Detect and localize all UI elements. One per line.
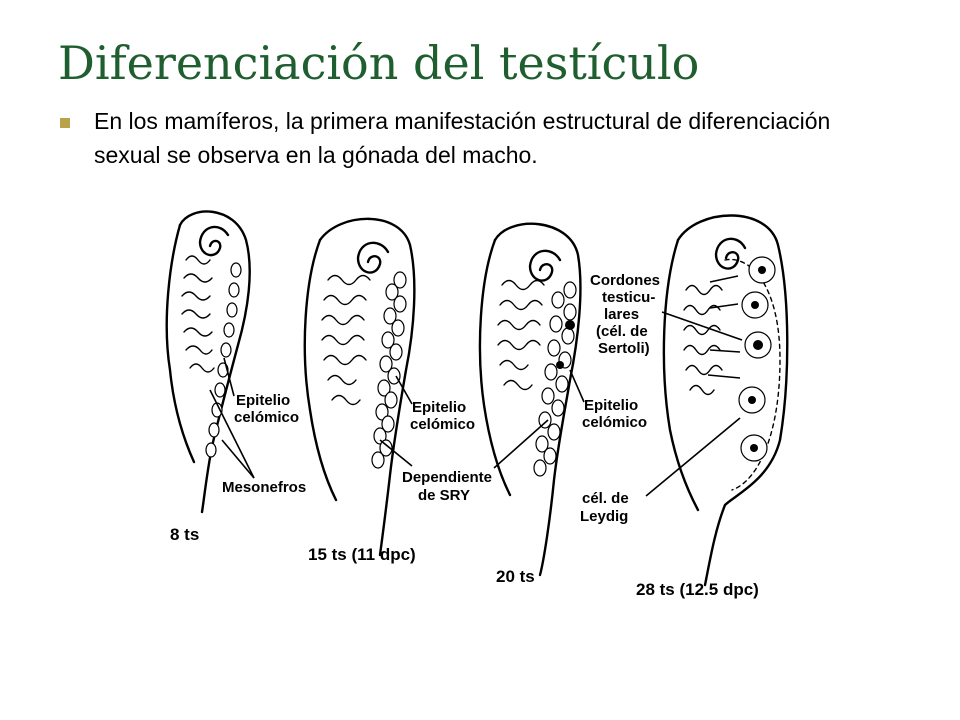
svg-text:Cordones: Cordones bbox=[590, 272, 660, 289]
bullet-marker bbox=[60, 118, 70, 128]
svg-text:celómico: celómico bbox=[582, 414, 647, 431]
slide-title: Diferenciación del testículo bbox=[58, 36, 700, 90]
svg-text:celómico: celómico bbox=[410, 416, 475, 433]
label-epitelio-2: Epitelio celómico bbox=[410, 399, 475, 433]
bullet-text: En los mamíferos, la primera manifestaci… bbox=[94, 108, 831, 168]
gonad-stage-15ts bbox=[303, 217, 416, 557]
svg-text:Sertoli): Sertoli) bbox=[598, 340, 650, 357]
svg-text:celómico: celómico bbox=[234, 409, 299, 426]
gonad-diagram-svg: Epitelio celómico Mesonefros Epitelio ce… bbox=[165, 210, 789, 599]
svg-text:de SRY: de SRY bbox=[418, 487, 470, 504]
label-leydig: cél. de Leydig bbox=[580, 490, 629, 525]
svg-text:cél. de: cél. de bbox=[582, 490, 629, 507]
svg-text:testicu-: testicu- bbox=[602, 289, 655, 306]
svg-text:Epitelio: Epitelio bbox=[412, 399, 466, 416]
svg-text:(cél. de: (cél. de bbox=[596, 323, 648, 340]
label-cordones: Cordones testicu- lares (cél. de Sertoli… bbox=[590, 272, 660, 357]
gonad-stage-20ts bbox=[478, 222, 582, 577]
svg-text:Epitelio: Epitelio bbox=[584, 397, 638, 414]
svg-text:Leydig: Leydig bbox=[580, 508, 628, 525]
gonad-diagram: Epitelio celómico Mesonefros Epitelio ce… bbox=[150, 200, 800, 620]
svg-text:lares: lares bbox=[604, 306, 639, 323]
stage-caption-28ts: 28 ts (12.5 dpc) bbox=[636, 580, 759, 599]
label-epitelio-1: Epitelio celómico bbox=[234, 392, 299, 426]
stage-caption-20ts: 20 ts bbox=[496, 567, 535, 586]
stage-caption-8ts: 8 ts bbox=[170, 525, 199, 544]
label-mesonefros: Mesonefros bbox=[222, 479, 306, 496]
gonad-stage-8ts bbox=[165, 210, 251, 514]
svg-text:Epitelio: Epitelio bbox=[236, 392, 290, 409]
label-dependiente-sry: Dependiente de SRY bbox=[402, 469, 492, 504]
stage-caption-15ts: 15 ts (11 dpc) bbox=[308, 545, 416, 564]
label-epitelio-3: Epitelio celómico bbox=[582, 397, 647, 431]
svg-text:Dependiente: Dependiente bbox=[402, 469, 492, 486]
gonad-stage-28ts bbox=[662, 214, 789, 587]
svg-text:Mesonefros: Mesonefros bbox=[222, 479, 306, 496]
